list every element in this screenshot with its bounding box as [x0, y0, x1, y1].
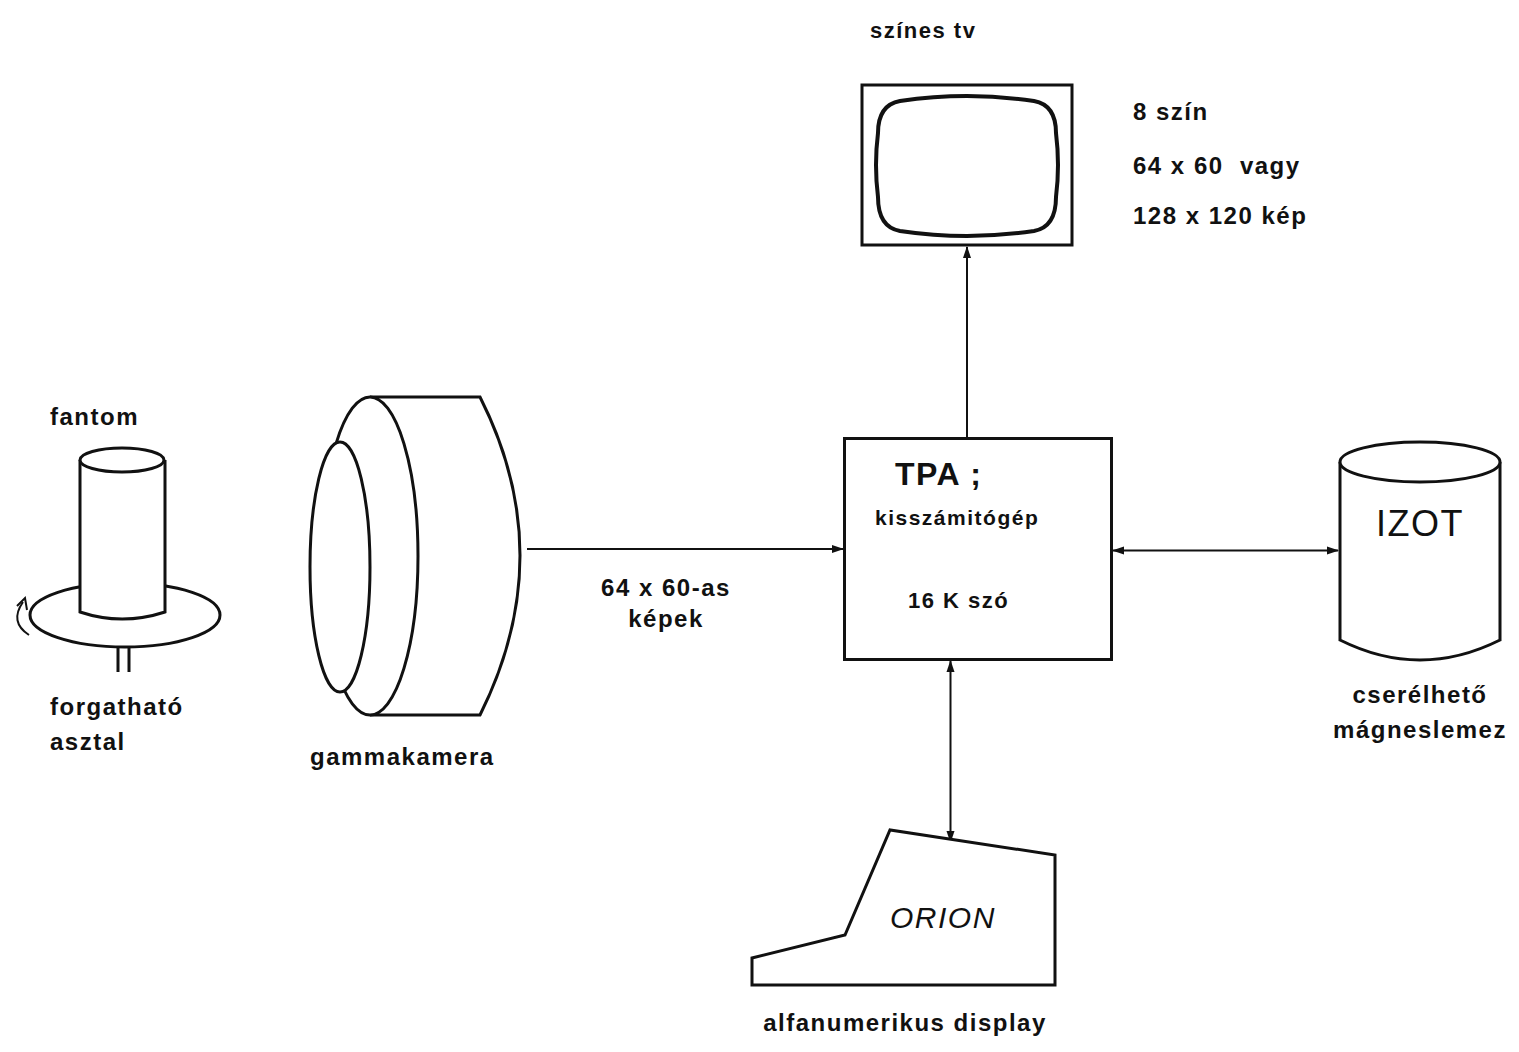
- terminal-name: ORION: [890, 896, 996, 940]
- disk-cylinder-outline: [1338, 440, 1502, 662]
- resolution-b: 128 x 120 kép: [1133, 202, 1307, 230]
- computer-name: TPA ;: [895, 451, 982, 497]
- computer-type: kisszámitógép: [875, 503, 1039, 533]
- camera-caption: gammakamera: [310, 740, 550, 775]
- color-count: 8 szín: [1133, 98, 1209, 126]
- color-tv-monitor-outline: [860, 83, 1074, 247]
- gamma-camera-outline: [295, 395, 527, 717]
- computer-box: TPA ; kisszámitógép 16 K szó: [843, 437, 1113, 661]
- phantom-on-table: fantomforgatható asztal: [5, 440, 235, 675]
- edge-label: 64 x 60-as képek: [578, 572, 754, 634]
- disk-caption: cserélhető mágneslemez: [1326, 678, 1514, 748]
- gamma-camera: gammakamera: [295, 395, 527, 717]
- disk-name: IZOT: [1350, 498, 1490, 550]
- phantom-heading: fantom: [50, 400, 210, 435]
- color-tv-monitor: színes tv: [860, 83, 1074, 247]
- terminal-caption: alfanumerikus display: [730, 1006, 1080, 1041]
- table-caption: forgatható asztal: [50, 690, 190, 760]
- display-link: [966, 247, 968, 437]
- disk-link: [1113, 550, 1338, 552]
- terminal-link: [950, 661, 952, 842]
- terminal-display: ORIONalfanumerikus display: [750, 828, 1058, 988]
- phantom-on-table-outline: [5, 440, 235, 675]
- data-link: [527, 548, 843, 550]
- resolution-a: 64 x 60 vagy: [1133, 152, 1301, 180]
- monitor-heading: színes tv: [870, 15, 1070, 47]
- memory-size: 16 K szó: [908, 585, 1009, 617]
- disk-cylinder: IZOTcserélhető mágneslemez: [1338, 440, 1502, 662]
